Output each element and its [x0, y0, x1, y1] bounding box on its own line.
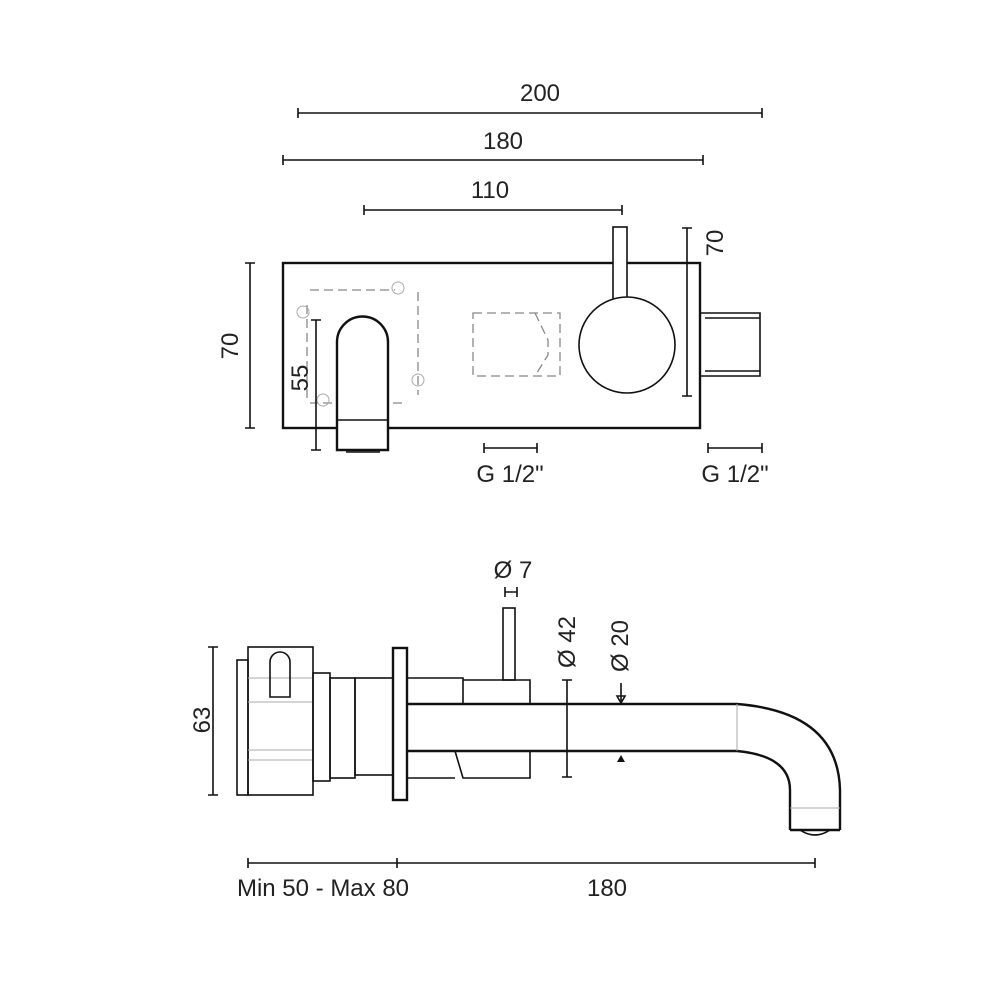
dimension-110: 110 [363, 177, 623, 215]
svg-text:180: 180 [483, 128, 523, 155]
body-slot [269, 651, 291, 698]
concealed-body [247, 646, 314, 796]
dimension-diameter-20: Ø 20 [607, 620, 634, 762]
svg-text:Ø 42: Ø 42 [554, 616, 581, 668]
dimension-180-projection: 180 [397, 858, 816, 902]
dimension-70-left: 70 [217, 262, 255, 429]
svg-text:200: 200 [520, 80, 560, 107]
svg-text:G 1/2": G 1/2" [701, 461, 768, 488]
wall-plate [281, 261, 702, 430]
dimension-diameter-7: Ø 7 [494, 557, 533, 597]
dimension-55: 55 [287, 319, 321, 451]
svg-text:G 1/2": G 1/2" [476, 461, 543, 488]
svg-text:Min 50 - Max 80: Min 50 - Max 80 [237, 875, 409, 902]
lever-handle [612, 226, 628, 301]
wall-flange [391, 646, 409, 802]
spout-top-view [335, 315, 390, 452]
svg-text:Ø 20: Ø 20 [607, 620, 634, 672]
valve-body [407, 677, 531, 779]
spout-side [407, 702, 842, 832]
dimension-180: 180 [282, 128, 704, 165]
side-view: Ø 7 Ø 42 Ø 20 63 Min 50 - Max 80 [189, 557, 842, 902]
dimension-63: 63 [189, 646, 218, 796]
back-plate [236, 659, 249, 796]
top-view: 200 180 110 70 70 55 [217, 80, 769, 488]
svg-text:70: 70 [702, 230, 729, 257]
svg-text:63: 63 [189, 707, 216, 734]
dimension-g12-left: G 1/2" [476, 443, 544, 488]
svg-text:Ø 7: Ø 7 [494, 557, 533, 584]
svg-text:180: 180 [587, 875, 627, 902]
dimension-200: 200 [297, 80, 763, 118]
inlet-pipe [700, 312, 761, 377]
dimension-diameter-42: Ø 42 [554, 616, 581, 778]
concealed-box-outline [306, 289, 419, 404]
svg-text:55: 55 [287, 365, 314, 392]
dimension-wall-depth: Min 50 - Max 80 [237, 858, 409, 902]
svg-text:70: 70 [217, 333, 244, 360]
concealed-valve-outline [472, 312, 561, 377]
mixer-handle [578, 296, 676, 394]
dimension-70-right: 70 [682, 227, 729, 397]
svg-text:110: 110 [471, 177, 509, 204]
dimension-g12-right: G 1/2" [701, 443, 769, 488]
lever-side [502, 607, 516, 681]
